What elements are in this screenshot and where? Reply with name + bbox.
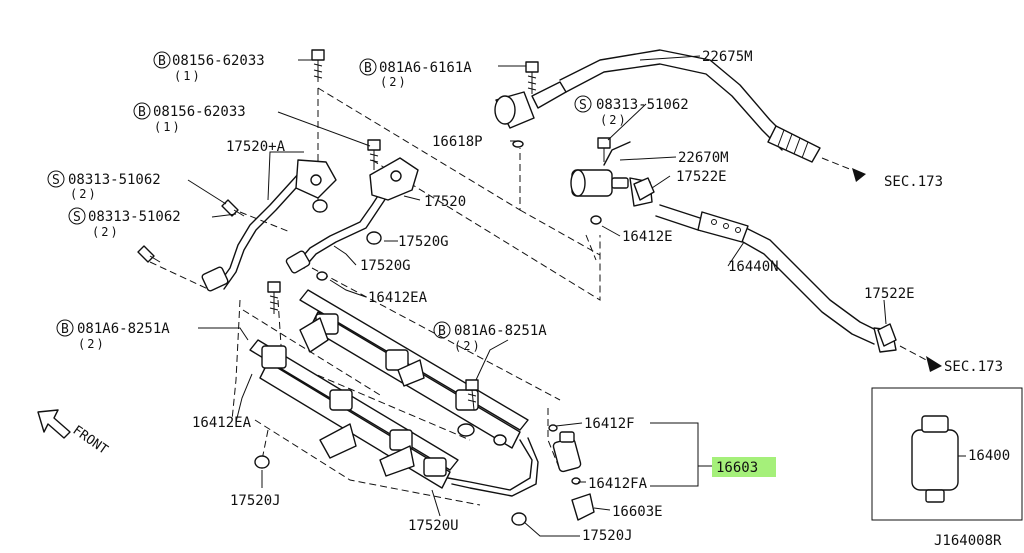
leader-lines [187, 55, 887, 537]
prefix-letter: B [61, 322, 69, 337]
prefix-letter: B [438, 324, 446, 339]
part-qty: (2) [70, 187, 98, 201]
label-front: FRONT [70, 423, 111, 458]
part-qty: (1) [174, 69, 202, 83]
part-code: 081A6-8251A [454, 323, 547, 339]
label-16412ea-b: 16412EA [192, 415, 252, 431]
diagram-id: J164008R [934, 533, 1002, 548]
circled-b-icon [433, 321, 451, 339]
label-17520j-a: 17520J [230, 493, 281, 509]
label-bolt-081a6-8251a-left: B 081A6-8251A (2) [56, 319, 170, 351]
front-arrow [37, 409, 71, 439]
label-16412ea-a: 16412EA [368, 290, 428, 306]
label-bolt-08156-mid: B 08156-62033 (1) [133, 102, 246, 134]
label-sec-173-b: SEC.173 [944, 359, 1003, 375]
label-bolt-081a6-8251a-right: B 081A6-8251A (2) [433, 321, 547, 353]
label-screw-08313-c: S 08313-51062 (2) [574, 95, 689, 127]
label-17520g-b: 17520G [360, 258, 411, 274]
part-labels: B 08156-62033 (1) B 081A6-6161A (2) B 08… [47, 49, 1010, 549]
label-22670m: 22670M [678, 150, 729, 166]
circled-b-icon [56, 319, 74, 337]
fuel-rail-assembly [249, 289, 539, 497]
part-qty: (2) [380, 75, 408, 89]
label-bolt-081a6-6161a: B 081A6-6161A (2) [359, 58, 472, 89]
label-17520j-b: 17520J [582, 528, 633, 544]
part-qty: (2) [78, 337, 106, 351]
front-arrow-icon [37, 409, 71, 439]
label-bolt-08156-top: B 08156-62033 (1) [153, 51, 265, 83]
label-sec-173-a: SEC.173 [884, 174, 943, 190]
circled-b-icon [153, 51, 171, 69]
fuel-filter-box [871, 387, 1023, 521]
fuel-pipe-17520 [285, 157, 419, 274]
prefix-letter: S [73, 210, 81, 225]
label-17522e-a: 17522E [676, 169, 727, 185]
label-17522e-b: 17522E [864, 286, 915, 302]
fasteners [137, 49, 897, 526]
label-16412f: 16412F [584, 416, 635, 432]
label-17520-plus-a: 17520+A [226, 139, 286, 155]
circled-s-icon [47, 170, 65, 188]
circled-b-icon [359, 58, 377, 76]
part-code: 08313-51062 [596, 97, 689, 113]
fuel-hose-16440n [655, 204, 897, 353]
label-17520g-a: 17520G [398, 234, 449, 250]
arrow-sec-b-icon [926, 356, 942, 372]
part-code: 081A6-6161A [379, 60, 472, 76]
part-code: 08156-62033 [153, 104, 246, 120]
prefix-letter: B [138, 105, 146, 120]
part-qty: (2) [454, 339, 482, 353]
label-screw-08313-a: S 08313-51062 (2) [47, 170, 161, 201]
highlight-box [712, 457, 776, 477]
part-qty: (1) [154, 120, 182, 134]
prefix-letter: S [52, 173, 60, 188]
prefix-letter: B [158, 54, 166, 69]
label-16603: 16603 [712, 457, 776, 477]
pressure-damper-hose [494, 49, 853, 171]
part-qty: (2) [92, 225, 120, 239]
part-code: 081A6-8251A [77, 321, 170, 337]
label-16412e: 16412E [622, 229, 673, 245]
label-16603e: 16603E [612, 504, 663, 520]
circled-s-icon [68, 207, 86, 225]
part-code: 08313-51062 [88, 209, 181, 225]
circled-s-icon [574, 95, 592, 113]
label-17520: 17520 [424, 194, 466, 210]
circled-b-icon [133, 102, 151, 120]
label-22675m: 22675M [702, 49, 753, 65]
label-17520u: 17520U [408, 518, 459, 534]
label-16440n: 16440N [728, 259, 779, 275]
part-code: 08313-51062 [68, 172, 161, 188]
part-qty: (2) [600, 113, 628, 127]
label-16400: 16400 [968, 448, 1010, 464]
label-16412fa: 16412FA [588, 476, 648, 492]
arrow-sec-a-icon [852, 168, 866, 182]
part-code: 08156-62033 [172, 53, 265, 69]
label-16603-text: 16603 [716, 460, 758, 476]
label-screw-08313-b: S 08313-51062 (2) [68, 207, 181, 239]
prefix-letter: S [579, 98, 587, 113]
fuel-pipe-17520-a [201, 159, 337, 292]
sec-arrows [852, 168, 942, 372]
prefix-letter: B [364, 61, 372, 76]
label-16618p: 16618P [432, 134, 483, 150]
